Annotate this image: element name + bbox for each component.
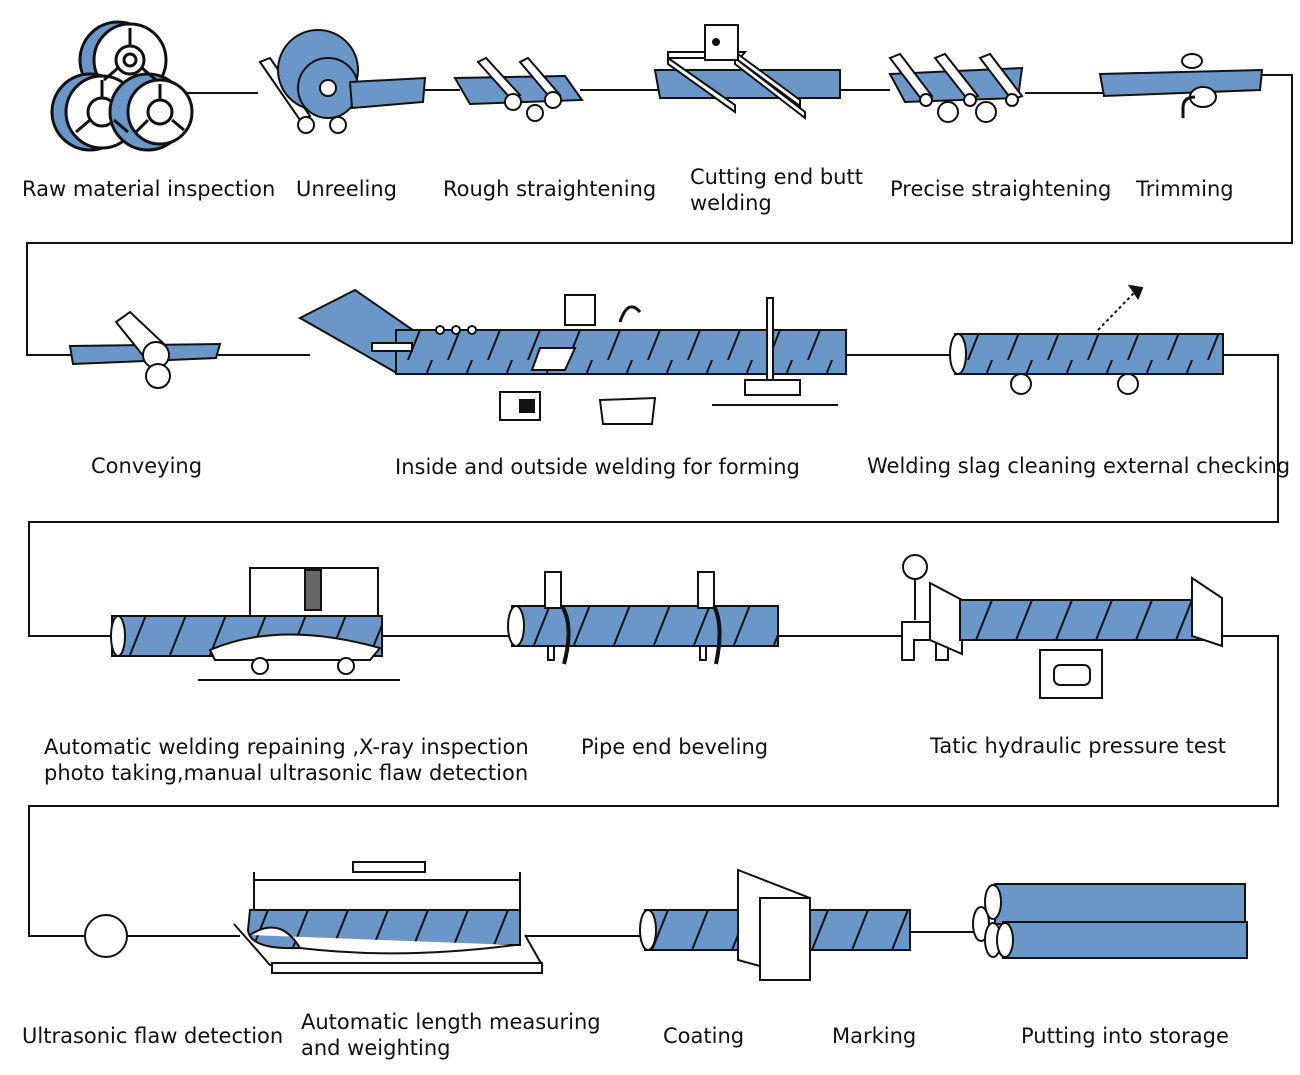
label-conveying: Conveying [91, 454, 203, 478]
flow-line-row4 [127, 931, 975, 937]
flow-line-row3 [28, 635, 1279, 937]
label-coating: Coating [663, 1024, 745, 1048]
label-precise-straightening: Precise straightening [890, 177, 1112, 201]
beveling-icon [507, 571, 779, 665]
forming-welding-icon [297, 288, 847, 425]
label-cutting-end-butt-welding: Cutting end butt welding [690, 165, 863, 215]
flow-line-row1 [26, 74, 1293, 356]
label-automatic-welding-repairing: Automatic welding repaining ,X-ray inspe… [44, 735, 529, 785]
label-ultrasonic-flaw-detection: Ultrasonic flaw detection [22, 1024, 284, 1048]
label-welding-slag-cleaning: Welding slag cleaning external checking [867, 454, 1291, 478]
label-length-measuring-weighting: Automatic length measuring and weighting [301, 1010, 601, 1060]
unreeling-icon [258, 29, 427, 134]
label-trimming: Trimming [1136, 177, 1234, 201]
xray-repair-icon [110, 567, 400, 681]
ultrasonic-probe-icon [84, 914, 128, 958]
label-inside-outside-welding: Inside and outside welding for forming [395, 455, 800, 479]
label-rough-straightening: Rough straightening [443, 177, 657, 201]
slag-cleaning-icon [949, 284, 1224, 395]
label-pipe-end-beveling: Pipe end beveling [581, 735, 769, 759]
steel-coil-icon [50, 20, 194, 152]
precise-straightening-icon [888, 52, 1024, 123]
scale-icon [233, 861, 544, 974]
label-unreeling: Unreeling [296, 177, 398, 201]
pressure-test-icon [901, 554, 1223, 699]
coating-marking-icon [639, 868, 911, 982]
storage-pipes-icon [972, 883, 1248, 959]
trimming-icon [1098, 53, 1264, 118]
flow-line-row2 [28, 354, 1279, 637]
butt-welding-icon [653, 24, 841, 121]
label-putting-into-storage: Putting into storage [1021, 1024, 1229, 1048]
conveying-icon [68, 310, 222, 389]
label-marking: Marking [832, 1024, 917, 1048]
label-hydraulic-pressure-test: Tatic hydraulic pressure test [930, 734, 1226, 758]
rough-straightening-icon [453, 56, 584, 122]
label-raw-material-inspection: Raw material inspection [22, 177, 276, 201]
